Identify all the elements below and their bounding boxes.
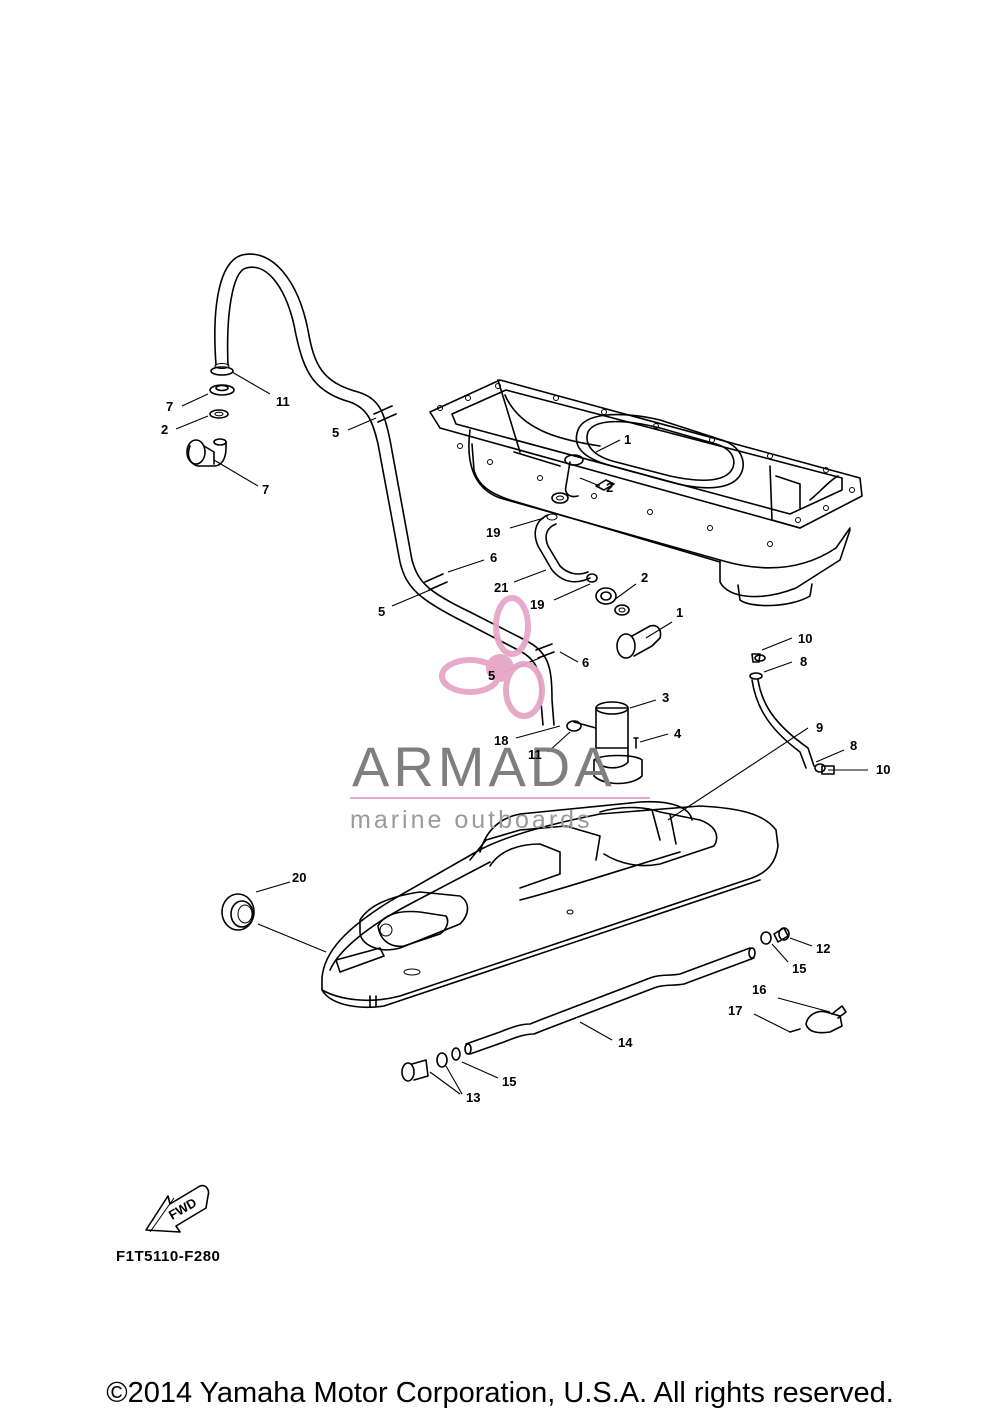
boat-hull [321,800,779,1009]
callout-1: 1 [676,605,683,620]
storage-tank [429,379,863,607]
callout-7: 7 [262,482,269,497]
callout-5: 5 [332,425,339,440]
bilge-pump [566,701,643,785]
callout-20: 20 [292,870,306,885]
fitting-set-right [586,573,662,659]
watermark-tagline: marine outboards [350,806,593,834]
fitting-13 [401,1047,461,1082]
pipe-14 [464,947,756,1055]
callout-6: 6 [490,550,497,565]
callout-2: 2 [641,570,648,585]
callout-16: 16 [752,982,766,997]
hose-21 [534,513,591,583]
drain-16 [789,1005,847,1034]
callout-12: 12 [816,941,830,956]
callout-6: 6 [582,655,589,670]
callout-2: 2 [161,422,168,437]
callout-13: 13 [466,1090,480,1105]
callout-7: 7 [166,399,173,414]
fitting-12 [760,927,790,945]
callout-8: 8 [850,738,857,753]
callout-labels: 11 7 2 7 5 1 2 19 6 21 19 2 5 1 6 5 10 8… [161,394,890,1105]
watermark-brand: ARMADA [352,735,616,798]
callout-8: 8 [800,654,807,669]
callout-15: 15 [792,961,806,976]
hose-9 [749,653,835,775]
callout-10: 10 [798,631,812,646]
callout-5: 5 [378,604,385,619]
callout-19: 19 [530,597,544,612]
callout-1: 1 [624,432,631,447]
fwd-arrow-icon: FWD [145,1184,210,1233]
copyright-notice: ©2014 Yamaha Motor Corporation, U.S.A. A… [106,1377,894,1409]
callout-2: 2 [606,480,613,495]
figure-code: F1T5110-F280 [116,1248,221,1265]
drain-plug-20 [221,893,255,931]
watermark-logo-icon [439,595,545,719]
callout-11: 11 [276,394,290,409]
callout-11: 11 [528,747,542,762]
fitting-set-left [186,366,235,467]
fwd-label: FWD [166,1195,199,1223]
callout-18: 18 [494,733,508,748]
callout-3: 3 [662,690,669,705]
callout-14: 14 [618,1035,633,1050]
callout-10: 10 [876,762,890,777]
callout-17: 17 [728,1003,742,1018]
callout-21: 21 [494,580,508,595]
callout-15: 15 [502,1074,516,1089]
callout-19: 19 [486,525,500,540]
callout-4: 4 [674,726,682,741]
leader-lines [175,371,868,1095]
callout-9: 9 [816,720,823,735]
callout-5: 5 [488,668,495,683]
